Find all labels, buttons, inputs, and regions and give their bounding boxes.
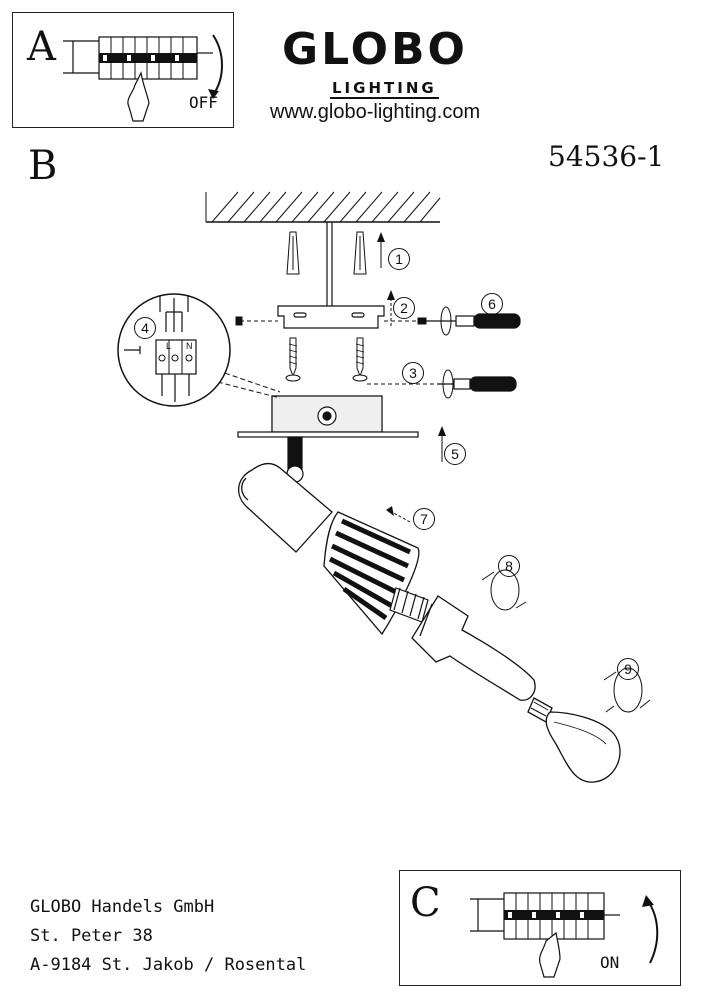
terminal-neutral-label: N	[186, 341, 193, 351]
company-name: GLOBO Handels GmbH	[30, 897, 215, 917]
company-address: GLOBO Handels GmbH St. Peter 38 A-9184 S…	[30, 893, 306, 980]
brand-logo-subname: LIGHTING	[330, 79, 439, 99]
company-street: St. Peter 38	[30, 926, 153, 946]
screwdriver-3	[437, 369, 517, 399]
wiring-detail-circle	[117, 293, 231, 407]
wall-plug	[286, 231, 367, 275]
socket-thread	[389, 587, 429, 623]
terminal-live-label: L	[166, 341, 172, 351]
step-marker-8: 8	[498, 555, 520, 577]
light-bulb	[527, 697, 621, 783]
panel-a-box: A OFF	[12, 12, 234, 128]
swivel-arm	[286, 436, 304, 483]
breaker-strip-on-illustration	[470, 892, 659, 978]
step-marker-7: 7	[413, 508, 435, 530]
step-marker-5: 5	[444, 443, 466, 465]
step-marker-2: 2	[393, 297, 415, 319]
screwdriver-6	[424, 306, 521, 336]
product-code: 54536-1	[548, 140, 665, 173]
brand-website: www.globo-lighting.com	[270, 101, 481, 123]
step-marker-6: 6	[481, 293, 503, 315]
panel-c-state-label: ON	[600, 953, 620, 972]
step-marker-1: 1	[388, 248, 410, 270]
assembly-diagram	[117, 191, 651, 783]
ceiling-screw	[285, 337, 368, 382]
canopy	[237, 395, 419, 438]
brand-logo-name: GLOBO	[282, 24, 468, 75]
panel-c-box: C ON	[399, 870, 681, 986]
step-marker-3: 3	[402, 362, 424, 384]
connector-sleeve	[411, 595, 536, 701]
panel-a-state-label: OFF	[189, 93, 218, 112]
panel-c-letter: C	[410, 880, 441, 926]
panel-b-letter: B	[28, 143, 58, 189]
step-marker-4: 4	[134, 317, 156, 339]
step-marker-9: 9	[617, 658, 639, 680]
mounting-bracket	[277, 305, 385, 329]
breaker-strip-off-illustration	[63, 34, 223, 122]
spot-head	[238, 462, 333, 553]
ceiling-hatch	[205, 191, 441, 223]
company-city: A-9184 St. Jakob / Rosental	[30, 955, 307, 975]
panel-a-letter: A	[27, 24, 56, 70]
